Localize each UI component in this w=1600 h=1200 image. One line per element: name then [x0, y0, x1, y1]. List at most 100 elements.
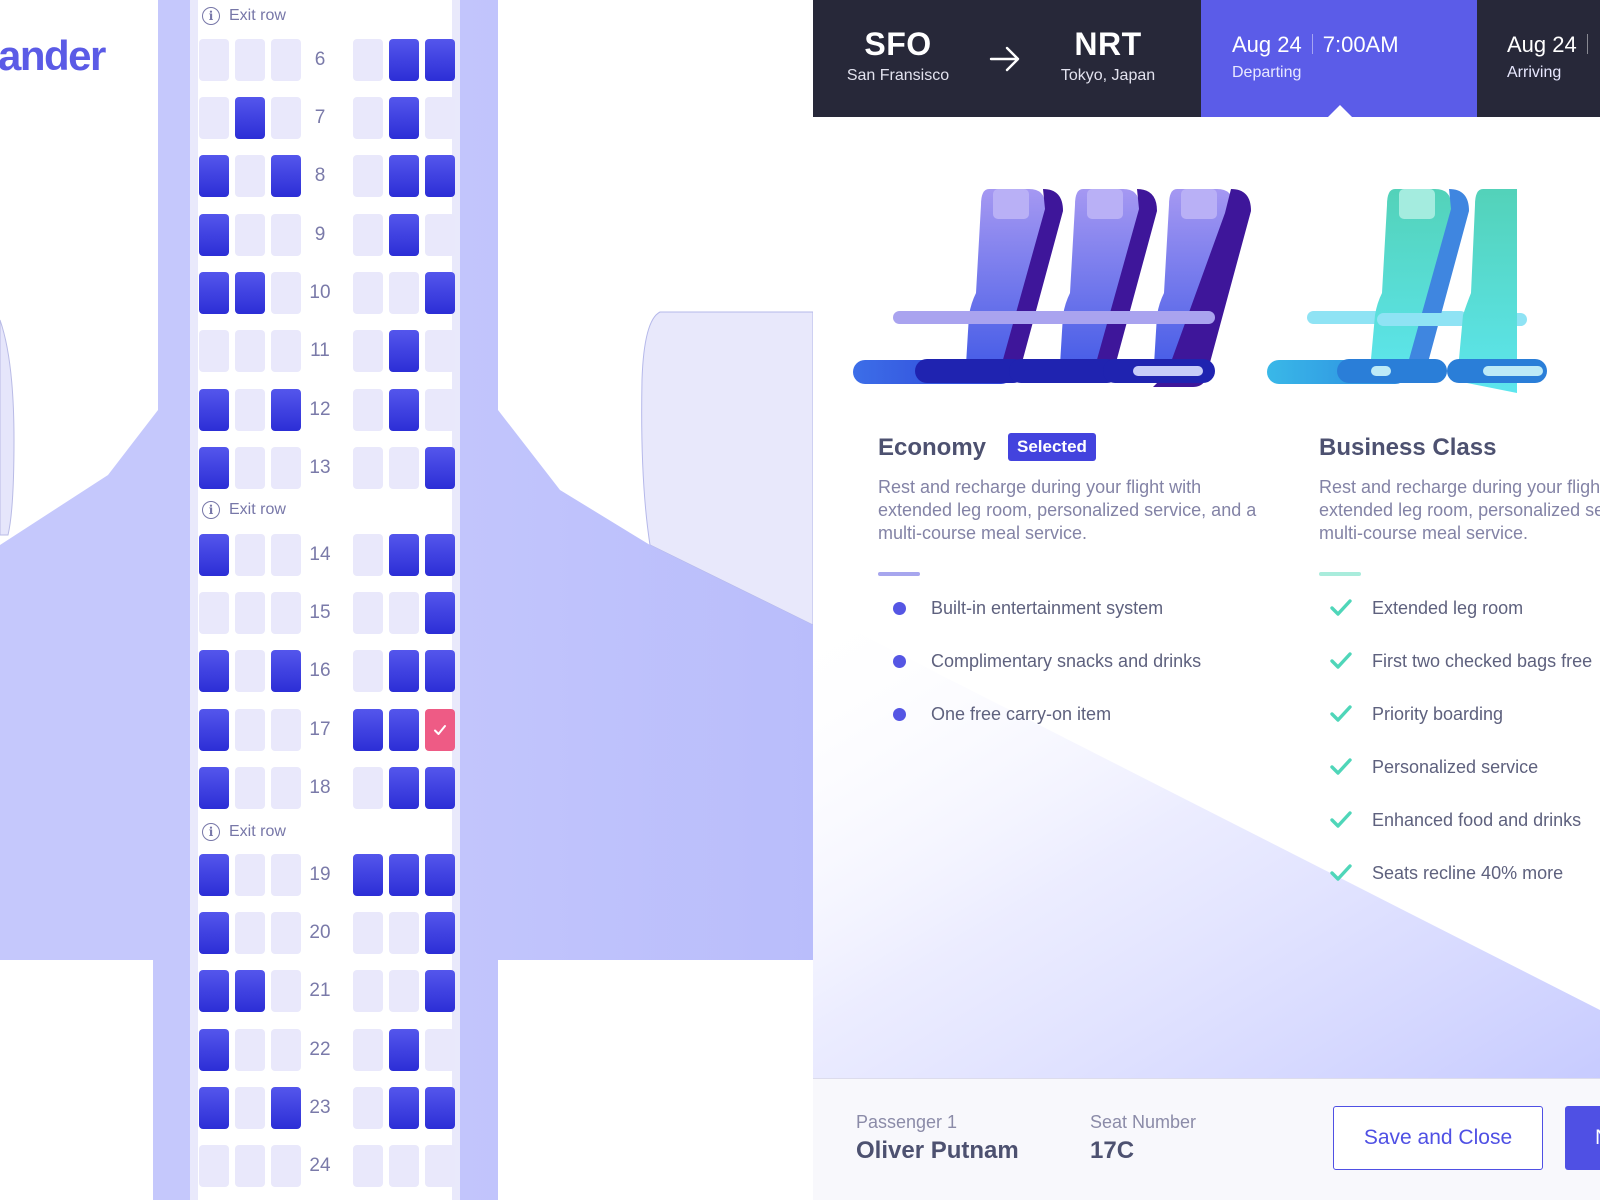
seat-19E-occupied[interactable]: [389, 854, 419, 896]
seat-23C-occupied[interactable]: [271, 1087, 301, 1129]
seat-7C-available[interactable]: [271, 97, 301, 139]
seat-6D-available[interactable]: [353, 39, 383, 81]
seat-17C-available[interactable]: [271, 709, 301, 751]
seat-24B-available[interactable]: [235, 1145, 265, 1187]
seat-14A-occupied[interactable]: [199, 534, 229, 576]
seat-17F-selected[interactable]: [425, 709, 455, 751]
seat-22E-occupied[interactable]: [389, 1029, 419, 1071]
arriving-date-tab[interactable]: Aug 24 Arriving: [1477, 0, 1600, 117]
seat-24E-available[interactable]: [389, 1145, 419, 1187]
seat-18A-occupied[interactable]: [199, 767, 229, 809]
seat-11E-occupied[interactable]: [389, 330, 419, 372]
seat-13E-available[interactable]: [389, 447, 419, 489]
seat-13D-available[interactable]: [353, 447, 383, 489]
seat-7F-available[interactable]: [425, 97, 455, 139]
seat-21A-occupied[interactable]: [199, 970, 229, 1012]
seat-8B-available[interactable]: [235, 155, 265, 197]
seat-11B-available[interactable]: [235, 330, 265, 372]
seat-22A-occupied[interactable]: [199, 1029, 229, 1071]
seat-9B-available[interactable]: [235, 214, 265, 256]
seat-19B-available[interactable]: [235, 854, 265, 896]
seat-12C-occupied[interactable]: [271, 389, 301, 431]
seat-17B-available[interactable]: [235, 709, 265, 751]
seat-18E-occupied[interactable]: [389, 767, 419, 809]
economy-class-card[interactable]: Economy Selected Rest and recharge durin…: [813, 183, 1256, 724]
seat-16D-available[interactable]: [353, 650, 383, 692]
seat-16A-occupied[interactable]: [199, 650, 229, 692]
seat-24A-available[interactable]: [199, 1145, 229, 1187]
seat-19C-available[interactable]: [271, 854, 301, 896]
seat-23F-occupied[interactable]: [425, 1087, 455, 1129]
seat-15B-available[interactable]: [235, 592, 265, 634]
seat-15F-occupied[interactable]: [425, 592, 455, 634]
seat-17E-occupied[interactable]: [389, 709, 419, 751]
seat-16B-available[interactable]: [235, 650, 265, 692]
seat-9D-available[interactable]: [353, 214, 383, 256]
seat-21D-available[interactable]: [353, 970, 383, 1012]
seat-24F-available[interactable]: [425, 1145, 455, 1187]
seat-15A-available[interactable]: [199, 592, 229, 634]
seat-22B-available[interactable]: [235, 1029, 265, 1071]
seat-19A-occupied[interactable]: [199, 854, 229, 896]
seat-21F-occupied[interactable]: [425, 970, 455, 1012]
seat-20B-available[interactable]: [235, 912, 265, 954]
seat-20E-available[interactable]: [389, 912, 419, 954]
seat-23E-occupied[interactable]: [389, 1087, 419, 1129]
seat-6C-available[interactable]: [271, 39, 301, 81]
seat-22D-available[interactable]: [353, 1029, 383, 1071]
seat-7A-available[interactable]: [199, 97, 229, 139]
seat-9C-available[interactable]: [271, 214, 301, 256]
seat-14D-available[interactable]: [353, 534, 383, 576]
seat-6E-occupied[interactable]: [389, 39, 419, 81]
seat-20A-occupied[interactable]: [199, 912, 229, 954]
seat-7E-occupied[interactable]: [389, 97, 419, 139]
seat-13F-occupied[interactable]: [425, 447, 455, 489]
seat-11A-available[interactable]: [199, 330, 229, 372]
seat-20D-available[interactable]: [353, 912, 383, 954]
seat-8A-occupied[interactable]: [199, 155, 229, 197]
seat-17A-occupied[interactable]: [199, 709, 229, 751]
seat-16F-occupied[interactable]: [425, 650, 455, 692]
seat-16C-occupied[interactable]: [271, 650, 301, 692]
seat-10D-available[interactable]: [353, 272, 383, 314]
seat-13B-available[interactable]: [235, 447, 265, 489]
seat-15D-available[interactable]: [353, 592, 383, 634]
seat-14F-occupied[interactable]: [425, 534, 455, 576]
seat-10F-occupied[interactable]: [425, 272, 455, 314]
seat-23A-occupied[interactable]: [199, 1087, 229, 1129]
seat-24D-available[interactable]: [353, 1145, 383, 1187]
seat-12F-available[interactable]: [425, 389, 455, 431]
seat-12E-occupied[interactable]: [389, 389, 419, 431]
seat-20F-occupied[interactable]: [425, 912, 455, 954]
seat-8E-occupied[interactable]: [389, 155, 419, 197]
seat-8F-occupied[interactable]: [425, 155, 455, 197]
seat-23D-available[interactable]: [353, 1087, 383, 1129]
business-class-card[interactable]: Business Class Rest and recharge during …: [1257, 183, 1600, 883]
seat-9F-available[interactable]: [425, 214, 455, 256]
seat-10C-available[interactable]: [271, 272, 301, 314]
seat-11F-available[interactable]: [425, 330, 455, 372]
seat-10E-available[interactable]: [389, 272, 419, 314]
seat-21C-available[interactable]: [271, 970, 301, 1012]
seat-12D-available[interactable]: [353, 389, 383, 431]
seat-18B-available[interactable]: [235, 767, 265, 809]
seat-9A-occupied[interactable]: [199, 214, 229, 256]
seat-9E-occupied[interactable]: [389, 214, 419, 256]
seat-23B-available[interactable]: [235, 1087, 265, 1129]
seat-10A-occupied[interactable]: [199, 272, 229, 314]
seat-8D-available[interactable]: [353, 155, 383, 197]
seat-10B-occupied[interactable]: [235, 272, 265, 314]
seat-19D-occupied[interactable]: [353, 854, 383, 896]
seat-14C-available[interactable]: [271, 534, 301, 576]
seat-22F-available[interactable]: [425, 1029, 455, 1071]
seat-8C-occupied[interactable]: [271, 155, 301, 197]
seat-12B-available[interactable]: [235, 389, 265, 431]
seat-7B-occupied[interactable]: [235, 97, 265, 139]
seat-7D-available[interactable]: [353, 97, 383, 139]
seat-20C-available[interactable]: [271, 912, 301, 954]
seat-15C-available[interactable]: [271, 592, 301, 634]
seat-6B-available[interactable]: [235, 39, 265, 81]
seat-11C-available[interactable]: [271, 330, 301, 372]
seat-13C-available[interactable]: [271, 447, 301, 489]
